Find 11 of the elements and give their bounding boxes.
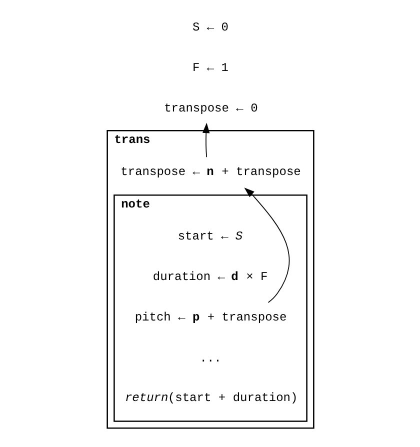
node-text: ... <box>199 352 221 366</box>
node-text: pitch ← p + transpose <box>134 310 286 324</box>
node-text: start ← S <box>177 230 242 244</box>
node-text: transpose ← n + transpose <box>120 165 300 180</box>
label: S ← 0 <box>192 20 228 35</box>
node-text: transpose ← 0 <box>164 101 258 116</box>
arrow <box>202 122 210 158</box>
arrow <box>244 188 290 303</box>
label: F ← 1 <box>192 61 228 76</box>
node-text: return(start + duration) <box>124 391 298 406</box>
node-text: duration ← d × F <box>152 270 268 284</box>
